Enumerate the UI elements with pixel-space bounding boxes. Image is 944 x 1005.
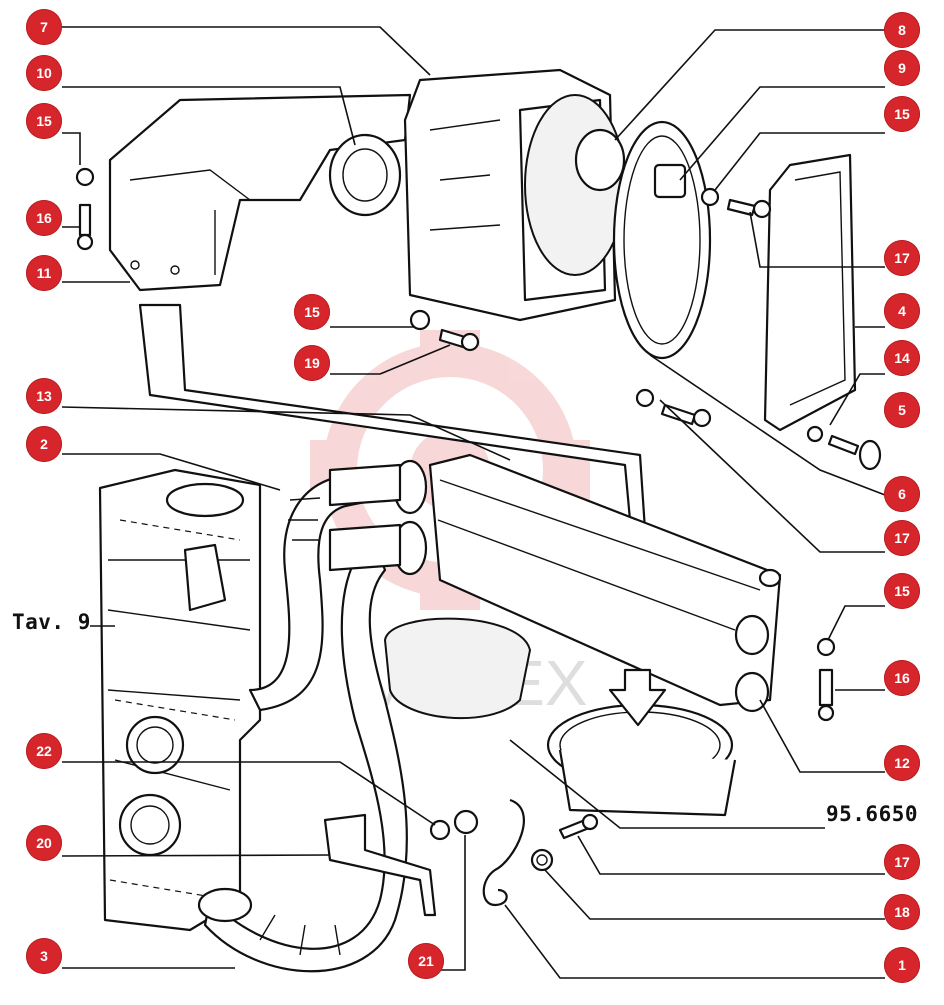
callout-11[interactable]: 11 xyxy=(26,255,62,291)
callout-22[interactable]: 22 xyxy=(26,733,62,769)
callout-13[interactable]: 13 xyxy=(26,378,62,414)
callout-15-b[interactable]: 15 xyxy=(884,96,920,132)
filter-cover xyxy=(763,153,857,432)
callout-12[interactable]: 12 xyxy=(884,745,920,781)
hose-clamps xyxy=(328,459,428,576)
callout-21[interactable]: 21 xyxy=(408,943,444,979)
callout-15-c[interactable]: 15 xyxy=(294,294,330,330)
callout-7[interactable]: 7 xyxy=(26,9,62,45)
callout-19[interactable]: 19 xyxy=(294,345,330,381)
gasket-ring xyxy=(612,120,712,360)
engine-block xyxy=(98,468,262,932)
callout-1[interactable]: 1 xyxy=(884,947,920,983)
callout-18[interactable]: 18 xyxy=(884,894,920,930)
filter-element xyxy=(524,94,626,276)
callout-9[interactable]: 9 xyxy=(884,50,920,86)
callout-5[interactable]: 5 xyxy=(884,392,920,428)
callout-16-b[interactable]: 16 xyxy=(884,660,920,696)
callout-15-a[interactable]: 15 xyxy=(26,103,62,139)
callout-3[interactable]: 3 xyxy=(26,938,62,974)
callout-15-d[interactable]: 15 xyxy=(884,573,920,609)
callout-10[interactable]: 10 xyxy=(26,55,62,91)
callout-17-b[interactable]: 17 xyxy=(884,520,920,556)
callout-4[interactable]: 4 xyxy=(884,293,920,329)
callout-8[interactable]: 8 xyxy=(884,12,920,48)
callout-2[interactable]: 2 xyxy=(26,426,62,462)
callout-6[interactable]: 6 xyxy=(884,476,920,512)
lower-filter-bowl xyxy=(383,617,737,817)
callout-17-c[interactable]: 17 xyxy=(884,844,920,880)
manifold-block xyxy=(428,453,782,713)
callout-17-a[interactable]: 17 xyxy=(884,240,920,276)
small-hardware xyxy=(75,167,882,917)
table-label: Tav. 9 xyxy=(12,610,91,634)
part-code-label: 95.6650 xyxy=(826,802,919,826)
callout-20[interactable]: 20 xyxy=(26,825,62,861)
callout-16-a[interactable]: 16 xyxy=(26,200,62,236)
hose-3 xyxy=(197,543,408,973)
callout-14[interactable]: 14 xyxy=(884,340,920,376)
